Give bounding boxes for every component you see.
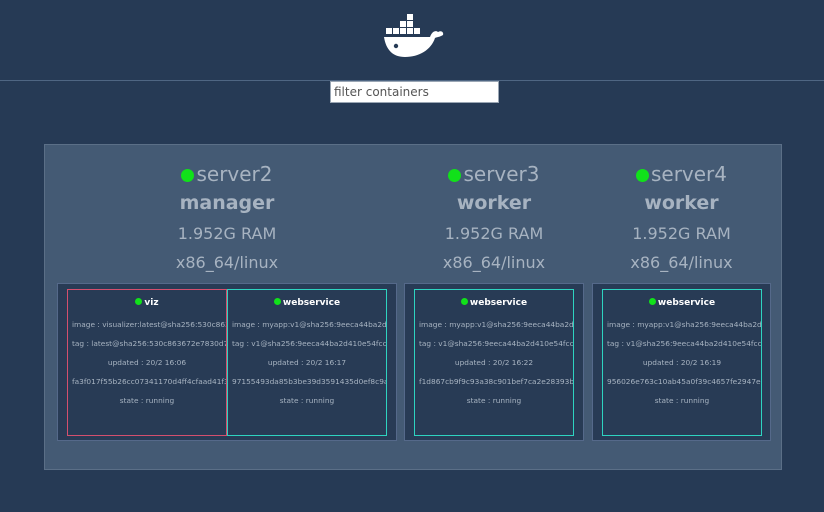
task-tag: tag : latest@sha256:530c863672e7830d7560… xyxy=(72,339,226,348)
node-arch: x86_64/linux xyxy=(442,253,546,272)
node-ram: 1.952G RAM xyxy=(177,224,277,243)
node-tasks-container: viz image : visualizer:latest@sha256:530… xyxy=(57,283,397,441)
task-state: state : running xyxy=(654,396,710,405)
task-image: image : visualizer:latest@sha256:530c863… xyxy=(72,320,226,329)
task-webservice[interactable]: webservice image : myapp:v1@sha256:9eeca… xyxy=(414,289,574,436)
header-bar xyxy=(0,0,824,81)
status-dot-icon xyxy=(648,298,656,305)
node-ram: 1.952G RAM xyxy=(444,224,544,243)
task-tag: tag : v1@sha256:9eeca44ba2d410e54fccc54c… xyxy=(607,339,762,348)
task-image: image : myapp:v1@sha256:9eeca44ba2d410e5… xyxy=(419,320,574,329)
node-header: server2 manager 1.952G RAM x86_64/linux xyxy=(57,159,397,278)
node-header: server4 worker 1.952G RAM x86_64/linux xyxy=(592,159,771,278)
node-role: manager xyxy=(179,192,275,214)
status-dot-icon xyxy=(448,169,462,182)
status-dot-icon xyxy=(635,169,649,182)
docker-whale-icon[interactable] xyxy=(383,14,445,60)
filter-containers-input[interactable] xyxy=(330,81,499,103)
task-updated: updated : 20/2 16:17 xyxy=(267,358,347,367)
node-name: server4 xyxy=(650,162,728,186)
task-id: f1d867cb9f9c93a38c901bef7ca2e28393b xyxy=(419,377,574,386)
status-dot-icon xyxy=(460,298,468,305)
task-tag: tag : v1@sha256:9eeca44ba2d410e54fccc54c… xyxy=(419,339,574,348)
task-name: webservice xyxy=(469,298,528,308)
node-name: server2 xyxy=(196,162,273,186)
task-updated: updated : 20/2 16:19 xyxy=(642,358,722,367)
task-updated: updated : 20/2 16:06 xyxy=(107,358,187,367)
node-role: worker xyxy=(644,192,719,214)
task-image: image : myapp:v1@sha256:9eeca44ba2d410e5… xyxy=(607,320,762,329)
node-header: server3 worker 1.952G RAM x86_64/linux xyxy=(404,159,584,278)
task-updated: updated : 20/2 16:22 xyxy=(454,358,534,367)
node-role: worker xyxy=(456,192,532,214)
status-dot-icon xyxy=(181,169,195,182)
task-id: 956026e763c10ab45a0f39c4657fe2947e4 xyxy=(607,377,762,386)
task-state: state : running xyxy=(119,396,175,405)
node-tasks-container: webservice image : myapp:v1@sha256:9eeca… xyxy=(404,283,584,441)
task-name: viz xyxy=(144,298,159,308)
cluster-area: server2 manager 1.952G RAM x86_64/linux … xyxy=(44,144,782,470)
task-state: state : running xyxy=(466,396,522,405)
task-image: image : myapp:v1@sha256:9eeca44ba2d410e5… xyxy=(232,320,387,329)
node-ram: 1.952G RAM xyxy=(632,224,731,243)
task-webservice[interactable]: webservice image : myapp:v1@sha256:9eeca… xyxy=(227,289,387,436)
node-arch: x86_64/linux xyxy=(175,253,279,272)
task-viz[interactable]: viz image : visualizer:latest@sha256:530… xyxy=(67,289,227,436)
node-arch: x86_64/linux xyxy=(630,253,733,272)
task-state: state : running xyxy=(279,396,335,405)
task-name: webservice xyxy=(282,298,341,308)
node-tasks-container: webservice image : myapp:v1@sha256:9eeca… xyxy=(592,283,771,441)
task-tag: tag : v1@sha256:9eeca44ba2d410e54fccc54c… xyxy=(232,339,387,348)
status-dot-icon xyxy=(273,298,281,305)
status-dot-icon xyxy=(135,298,143,305)
task-id: 97155493da85b3be39d3591435d0ef8c9a xyxy=(232,377,387,386)
task-name: webservice xyxy=(657,298,716,308)
task-id: fa3f017f55b26cc07341170d4ff4cfaad41f3 xyxy=(72,377,227,386)
node-name: server3 xyxy=(463,162,540,186)
task-webservice[interactable]: webservice image : myapp:v1@sha256:9eeca… xyxy=(602,289,762,436)
